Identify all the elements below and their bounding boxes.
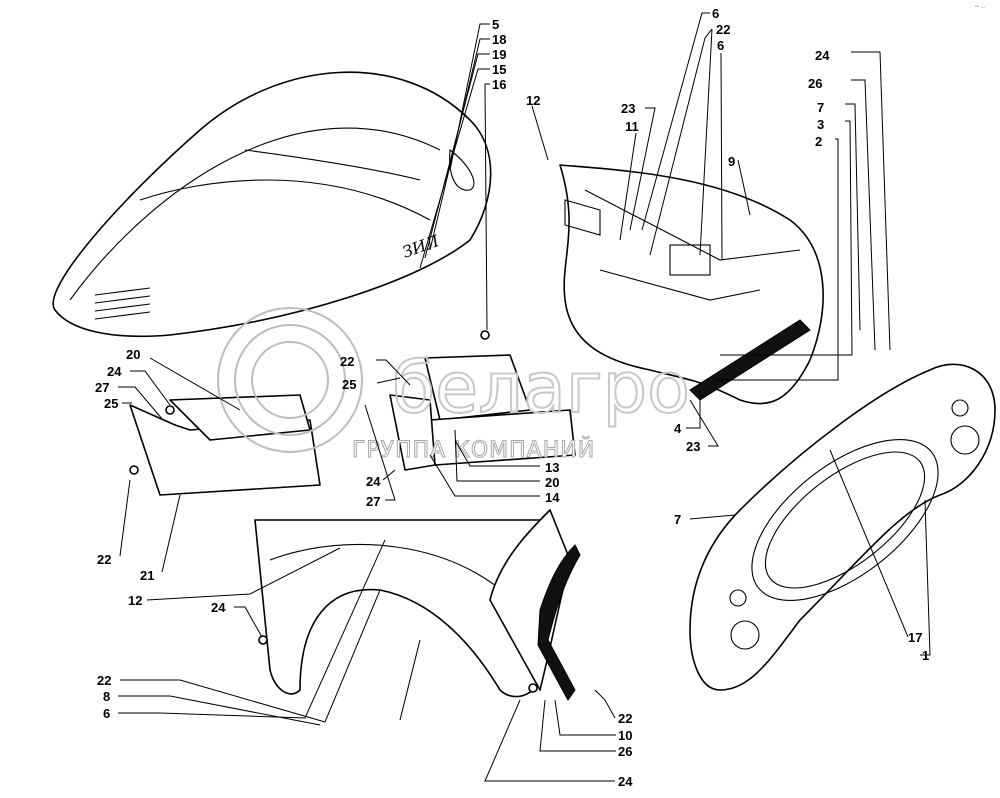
callout-22: 22 [340,354,354,369]
callout-8: 8 [103,689,110,704]
callout-10: 10 [618,728,632,743]
callout-19: 19 [492,47,506,62]
callout-27: 27 [95,380,109,395]
callout-26: 26 [808,76,822,91]
callout-22: 22 [716,22,730,37]
callout-6: 6 [717,38,724,53]
callout-20: 20 [545,475,559,490]
callout-15: 15 [492,62,506,77]
callout-6: 6 [103,706,110,721]
callout-21: 21 [140,568,154,583]
right-step-part [389,354,576,471]
hood-part: ЗИЛ [52,71,492,340]
fender-part [254,509,581,701]
callout-24: 24 [815,48,830,63]
callout-24: 24 [366,474,381,489]
callout-7: 7 [674,512,681,527]
callout-17: 17 [908,630,922,645]
callout-7: 7 [817,100,824,115]
callout-3: 3 [817,117,824,132]
callout-22: 22 [97,673,111,688]
callout-9: 9 [728,154,735,169]
callout-23: 23 [621,101,635,116]
callout-22: 22 [618,711,632,726]
callout-25: 25 [342,377,356,392]
callout-22: 22 [97,552,111,567]
watermark-logo: белагро [392,347,690,429]
watermark: белагро ГРУППА КОМПАНИЙ [217,307,691,464]
callout-11: 11 [625,119,639,134]
callout-16: 16 [492,77,506,92]
callout-12: 12 [526,93,540,108]
callout-18: 18 [492,32,506,47]
callout-23: 23 [686,439,700,454]
callout-labels: 5 18 19 15 16 12 6 22 6 9 23 11 24 26 7 … [95,6,929,789]
callout-13: 13 [545,460,559,475]
callout-4: 4 [674,421,682,436]
corner-mark: ꟷ ... [975,4,986,10]
watermark-subtitle: ГРУППА КОМПАНИЙ [352,437,595,463]
callout-25: 25 [104,396,118,411]
callout-26: 26 [618,744,632,759]
callout-20: 20 [126,347,140,362]
callout-24: 24 [618,774,633,789]
leader-lines [118,12,931,782]
callout-24: 24 [211,600,226,615]
callout-24: 24 [107,364,122,379]
callout-27: 27 [366,494,380,509]
callout-2: 2 [815,134,822,149]
callout-5: 5 [492,17,499,32]
callout-14: 14 [545,490,560,505]
callout-1: 1 [922,648,929,663]
callout-12: 12 [128,593,142,608]
left-step-part [129,394,321,496]
callout-6: 6 [712,6,719,21]
grille-part [689,363,996,691]
